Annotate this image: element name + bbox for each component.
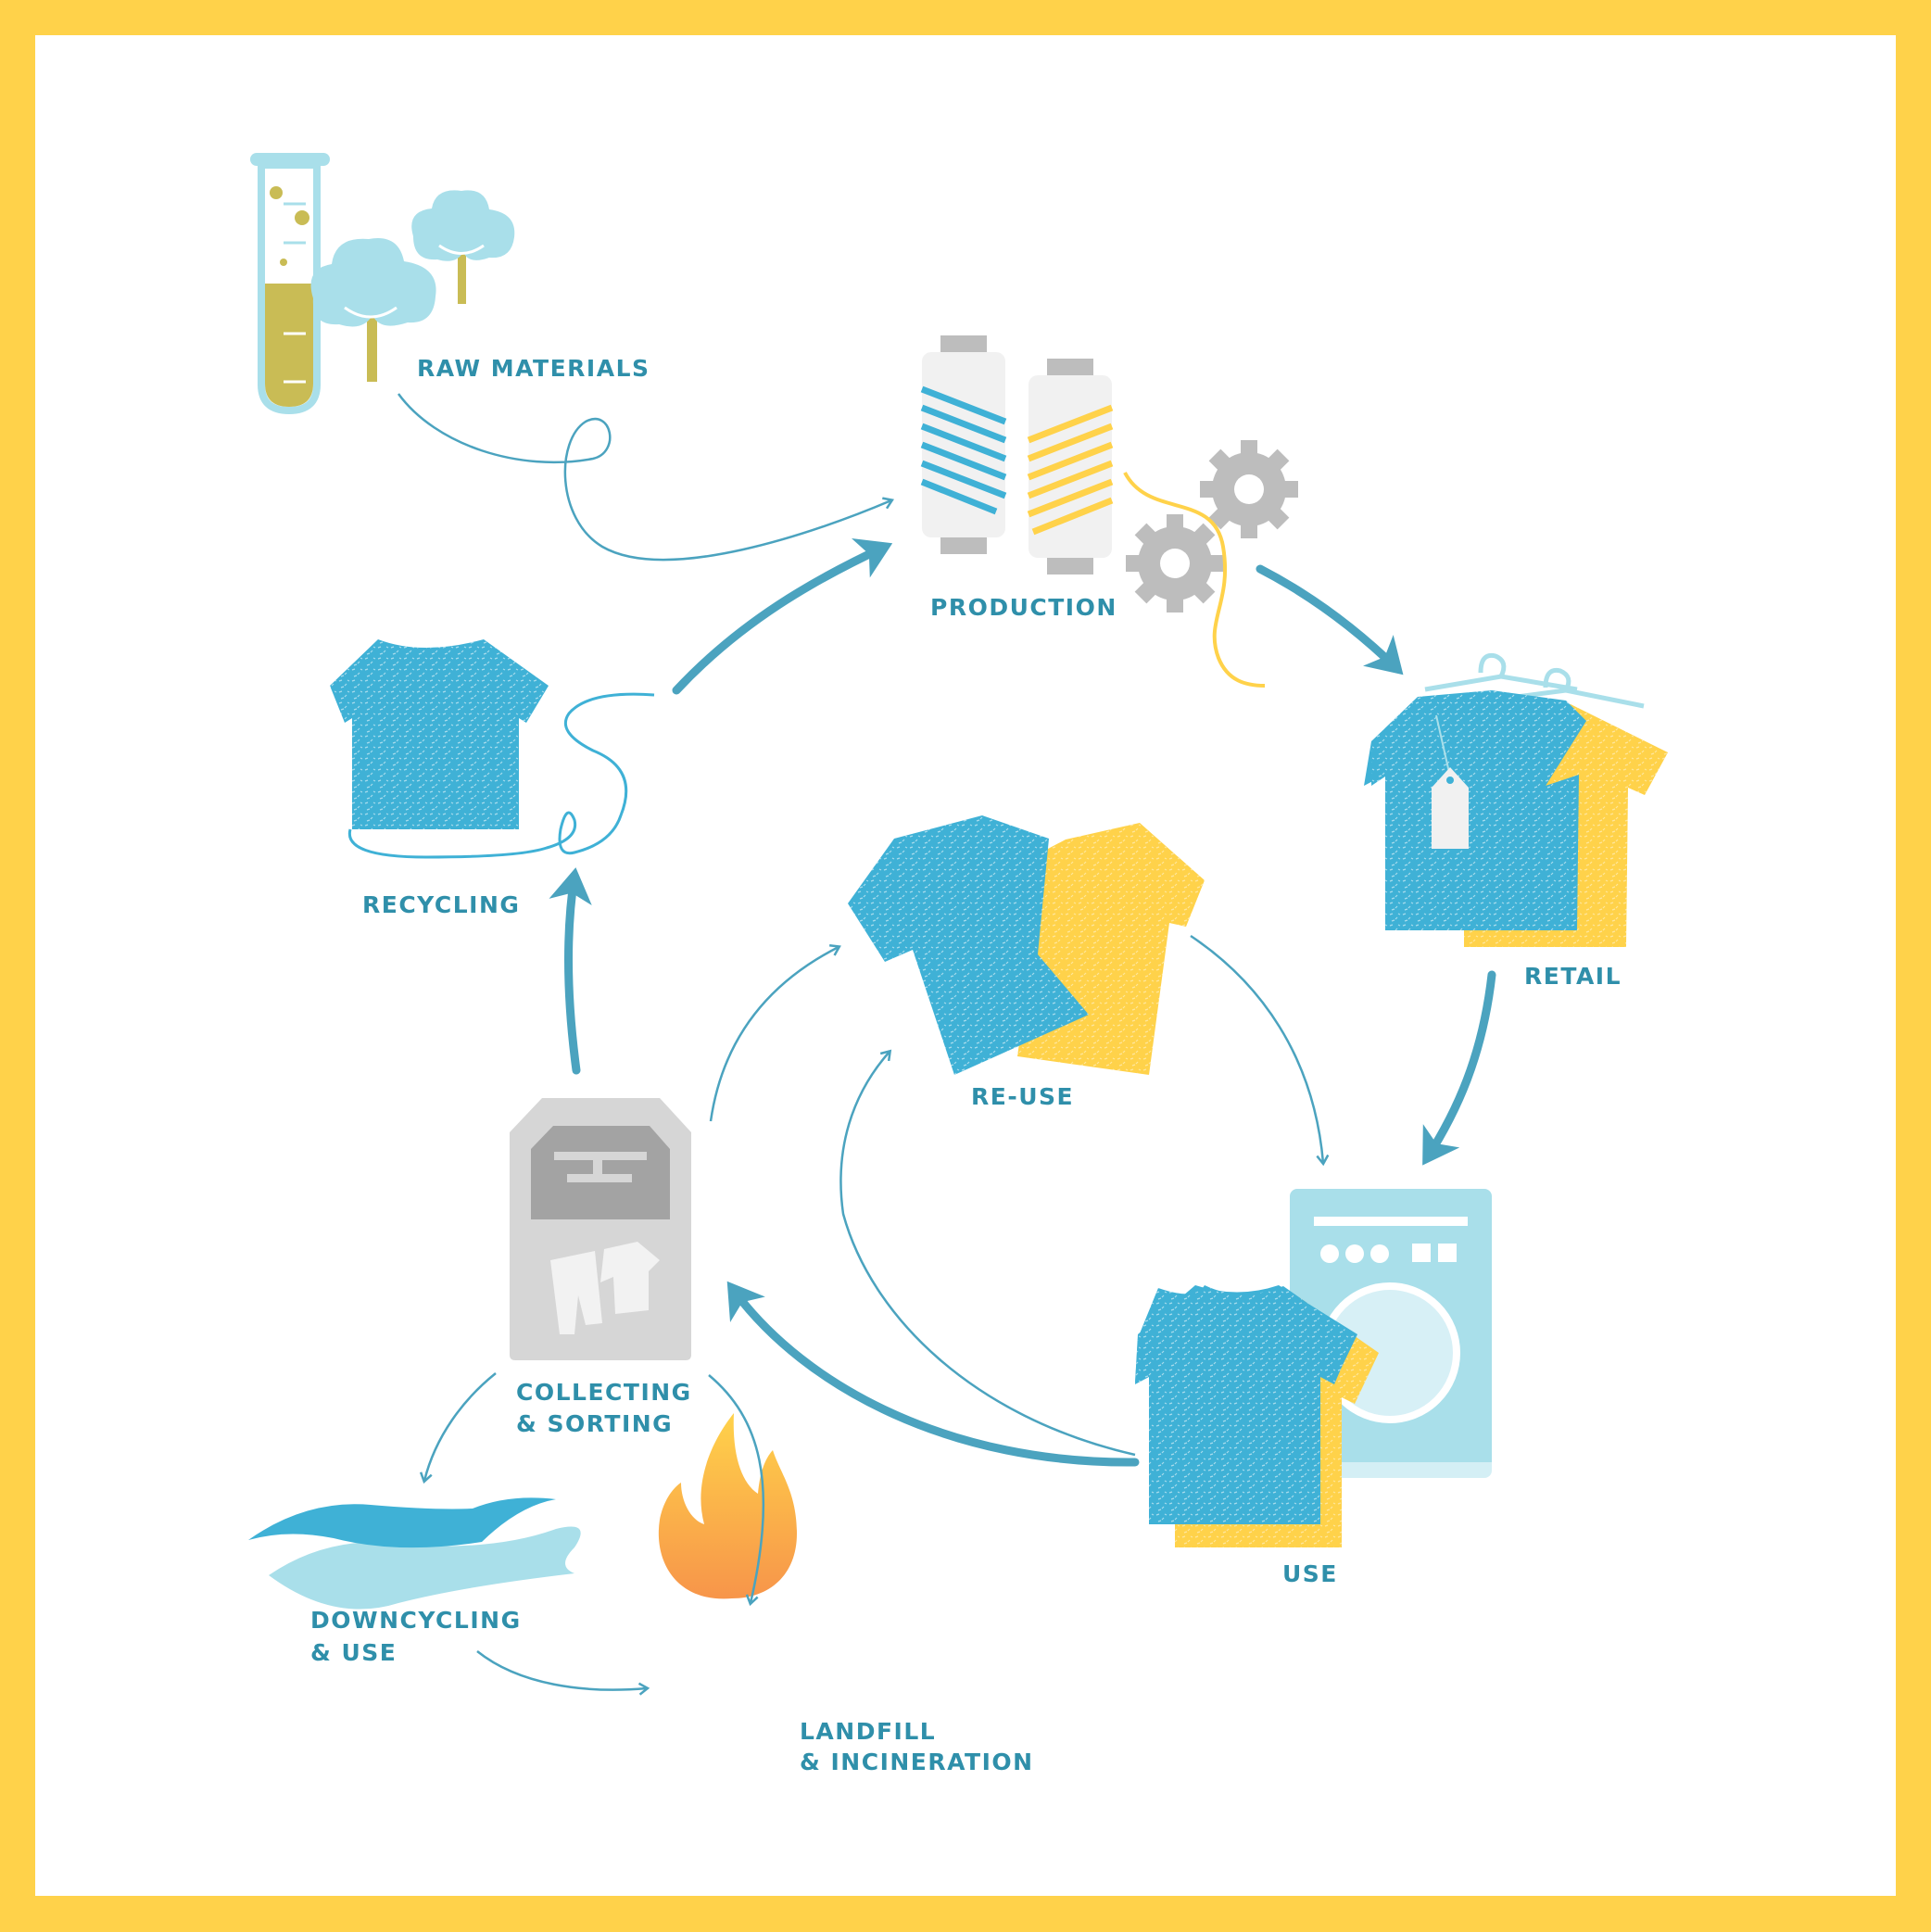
two-shirts-icon [848, 815, 1205, 1075]
label-landfill-line1: LANDFILL [800, 1718, 936, 1745]
arrow-recycling-to-production [672, 537, 893, 695]
arrow-collecting-to-landfill [708, 1374, 765, 1603]
flame-icon [658, 1413, 797, 1599]
label-collecting-line2: & SORTING [516, 1410, 673, 1437]
arrow-use-to-collecting [726, 1281, 1140, 1467]
arrow-collecting-to-downcycling [424, 1372, 497, 1481]
label-recycling: RECYCLING [362, 891, 520, 918]
collection-bin-icon [510, 1098, 691, 1360]
test-tube-and-cotton-icon [250, 153, 515, 415]
arrow-downcycling-to-landfill [476, 1650, 647, 1690]
washing-machine-and-shirts-icon [1135, 1189, 1492, 1547]
label-downcycling-line2: & USE [310, 1639, 397, 1666]
arrow-production-to-retail [1256, 564, 1404, 676]
label-landfill-line2: & INCINERATION [800, 1749, 1034, 1775]
arrow-collecting-to-re-use [709, 947, 839, 1122]
thread-spools-and-gears-icon [920, 335, 1298, 688]
thread-raw-to-production [397, 393, 891, 562]
arrow-retail-to-use [1422, 970, 1496, 1166]
shirts-on-hangers-with-tag-icon [1364, 652, 1668, 947]
label-raw-materials: RAW MATERIALS [417, 355, 650, 382]
label-use: USE [1282, 1560, 1338, 1587]
label-production: PRODUCTION [930, 594, 1117, 621]
label-collecting-line1: COLLECTING [516, 1379, 692, 1406]
label-retail: RETAIL [1524, 963, 1622, 990]
label-re-use: RE-USE [971, 1083, 1074, 1110]
arrow-use-to-re-use [839, 1052, 1136, 1457]
label-downcycling-line1: DOWNCYCLING [310, 1607, 522, 1634]
fabric-waves-icon [248, 1497, 581, 1610]
shirt-with-thread-icon [330, 639, 655, 859]
arrow-re-use-to-use [1190, 934, 1323, 1163]
arrow-collecting-to-recycling [549, 867, 592, 1075]
